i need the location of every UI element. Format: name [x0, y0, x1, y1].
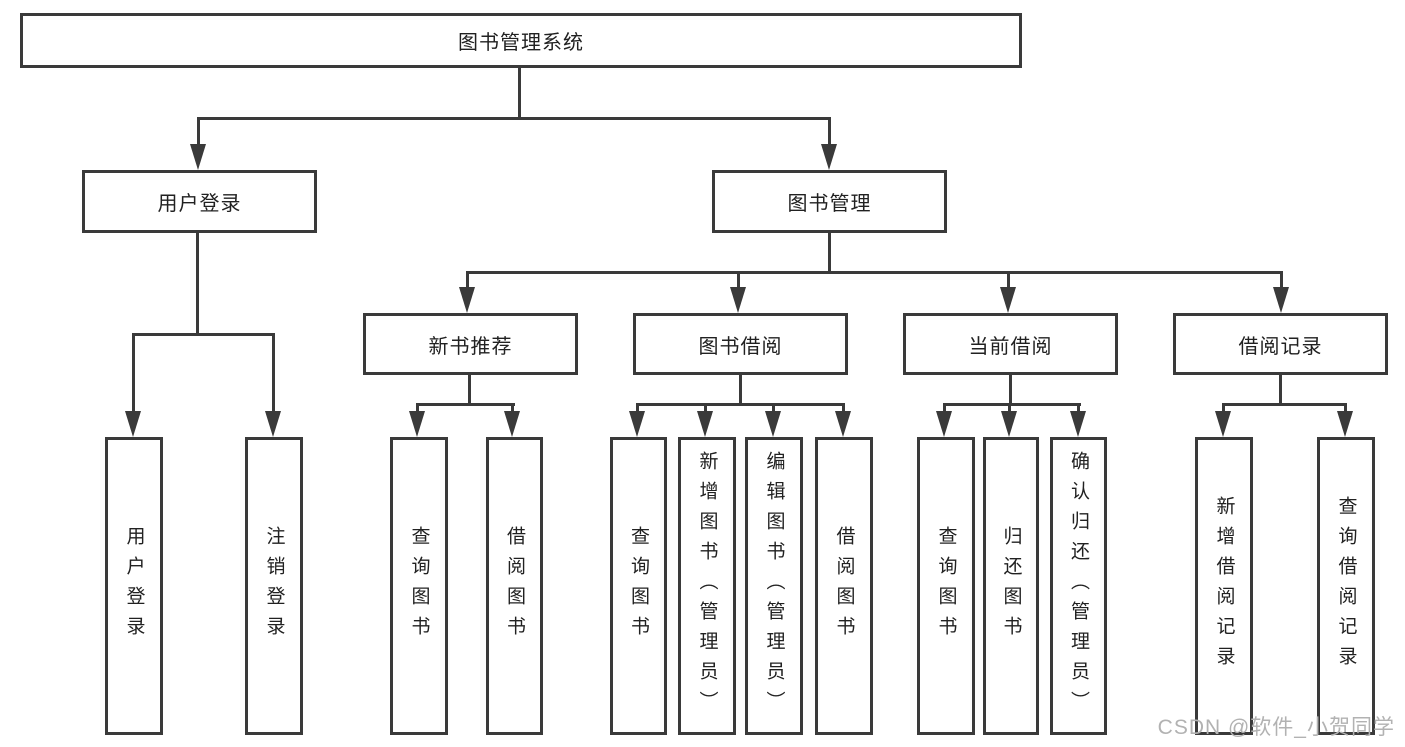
node-borrowing-records-label: 借阅记录: [1238, 335, 1323, 358]
connector-line: [196, 233, 199, 336]
connector-line: [1279, 375, 1282, 406]
leaf-query-books-current-label: 查询图书: [935, 526, 957, 646]
leaf-logout-login-label: 注销登录: [263, 526, 285, 646]
node-root-label: 图书管理系统: [458, 32, 584, 54]
node-book-management-label: 图书管理: [787, 193, 872, 215]
leaf-add-borrowing-record-label: 新增借阅记录: [1213, 496, 1235, 676]
connector-line: [197, 117, 831, 120]
leaf-confirm-return-admin: 确认归还（管理员）: [1050, 437, 1107, 735]
leaf-add-books-admin: 新增图书（管理员）: [678, 437, 736, 735]
connector-line: [1280, 271, 1283, 289]
node-user-login-label: 用户登录: [157, 193, 242, 215]
arrow-down-icon: [265, 411, 281, 437]
arrow-down-icon: [936, 411, 952, 437]
connector-line: [511, 403, 514, 413]
leaf-user-login-label: 用户登录: [123, 526, 145, 646]
connector-line: [466, 271, 469, 289]
leaf-edit-books-admin: 编辑图书（管理员）: [745, 437, 803, 735]
connector-line: [1344, 403, 1347, 413]
arrow-down-icon: [459, 287, 475, 313]
connector-line: [704, 403, 707, 413]
connector-line: [828, 117, 831, 146]
node-new-book-recommendation-label: 新书推荐: [428, 335, 513, 358]
arrow-down-icon: [765, 411, 781, 437]
leaf-borrow-books-borrowing-label: 借阅图书: [833, 526, 855, 646]
csdn-watermark: CSDN @软件_小贺同学: [1157, 716, 1395, 739]
leaf-user-login: 用户登录: [105, 437, 163, 735]
connector-line: [636, 403, 639, 413]
arrow-down-icon: [409, 411, 425, 437]
leaf-query-borrowing-record-label: 查询借阅记录: [1335, 496, 1357, 676]
arrow-down-icon: [1000, 287, 1016, 313]
arrow-down-icon: [821, 144, 837, 170]
arrow-down-icon: [504, 411, 520, 437]
leaf-query-books-recommend-label: 查询图书: [408, 526, 430, 646]
connector-line: [737, 271, 740, 289]
node-current-borrowing-label: 当前借阅: [968, 335, 1053, 358]
arrow-down-icon: [835, 411, 851, 437]
node-user-login: 用户登录: [82, 170, 317, 233]
leaf-borrow-books-recommend-label: 借阅图书: [504, 526, 525, 646]
arrow-down-icon: [1215, 411, 1231, 437]
connector-line: [132, 333, 275, 336]
connector-line: [272, 333, 275, 413]
connector-line: [468, 375, 471, 406]
leaf-query-borrowing-record: 查询借阅记录: [1317, 437, 1375, 735]
arrow-down-icon: [730, 287, 746, 313]
arrow-down-icon: [1273, 287, 1289, 313]
connector-line: [1222, 403, 1347, 406]
connector-line: [1008, 403, 1011, 413]
node-book-borrowing: 图书借阅: [633, 313, 848, 375]
leaf-add-books-admin-label: 新增图书（管理员）: [696, 451, 718, 721]
arrow-down-icon: [629, 411, 645, 437]
connector-line: [1222, 403, 1225, 413]
arrow-down-icon: [1337, 411, 1353, 437]
connector-line: [132, 333, 135, 413]
node-borrowing-records: 借阅记录: [1173, 313, 1388, 375]
leaf-return-books: 归还图书: [983, 437, 1039, 735]
leaf-query-books-borrowing-label: 查询图书: [628, 526, 649, 646]
connector-line: [636, 403, 845, 406]
leaf-borrow-books-recommend: 借阅图书: [486, 437, 543, 735]
connector-line: [842, 403, 845, 413]
connector-line: [1009, 375, 1012, 406]
arrow-down-icon: [697, 411, 713, 437]
node-root: 图书管理系统: [20, 13, 1022, 68]
leaf-edit-books-admin-label: 编辑图书（管理员）: [763, 451, 785, 721]
connector-line: [828, 233, 831, 274]
connector-line: [518, 68, 521, 120]
node-book-borrowing-label: 图书借阅: [698, 335, 783, 358]
connector-line: [772, 403, 775, 413]
connector-line: [1077, 403, 1080, 413]
arrow-down-icon: [125, 411, 141, 437]
node-current-borrowing: 当前借阅: [903, 313, 1118, 375]
node-book-management: 图书管理: [712, 170, 947, 233]
leaf-query-books-recommend: 查询图书: [390, 437, 448, 735]
arrow-down-icon: [1001, 411, 1017, 437]
connector-line: [943, 403, 1081, 406]
connector-line: [197, 117, 200, 146]
connector-line: [943, 403, 946, 413]
leaf-borrow-books-borrowing: 借阅图书: [815, 437, 873, 735]
arrow-down-icon: [190, 144, 206, 170]
leaf-query-books-borrowing: 查询图书: [610, 437, 667, 735]
leaf-query-books-current: 查询图书: [917, 437, 975, 735]
leaf-add-borrowing-record: 新增借阅记录: [1195, 437, 1253, 735]
connector-line: [739, 375, 742, 406]
connector-line: [416, 403, 515, 406]
leaf-return-books-label: 归还图书: [1000, 526, 1022, 646]
connector-line: [1007, 271, 1010, 289]
node-new-book-recommendation: 新书推荐: [363, 313, 578, 375]
leaf-confirm-return-admin-label: 确认归还（管理员）: [1068, 451, 1089, 721]
connector-line: [416, 403, 419, 413]
arrow-down-icon: [1070, 411, 1086, 437]
leaf-logout-login: 注销登录: [245, 437, 303, 735]
connector-line: [466, 271, 1283, 274]
